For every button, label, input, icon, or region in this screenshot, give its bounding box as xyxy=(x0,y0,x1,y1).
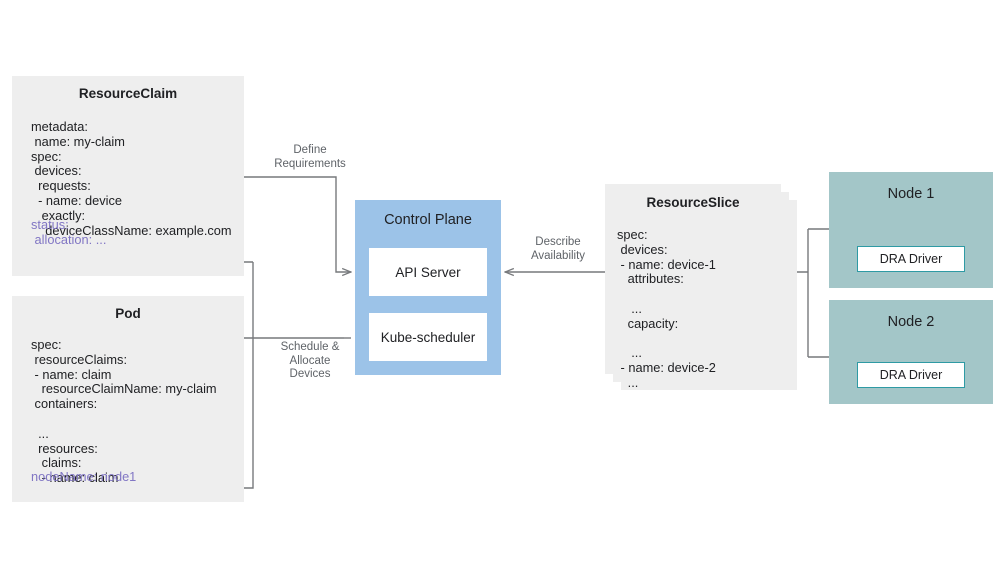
node-1-box: Node 1 DRA Driver xyxy=(829,172,993,288)
api-server-box[interactable]: API Server xyxy=(369,248,487,296)
node-1-dra-driver[interactable]: DRA Driver xyxy=(857,246,965,272)
pod-nodename-yaml: nodeName: node1 xyxy=(31,469,137,484)
node-1-dra-driver-label: DRA Driver xyxy=(879,252,943,266)
edge-label-schedule-allocate-devices: Schedule & Allocate Devices xyxy=(280,341,340,380)
wire-define-requirements xyxy=(244,176,351,272)
node-2-dra-driver[interactable]: DRA Driver xyxy=(857,362,965,388)
resourceslice-box: ResourceSlice spec: devices: - name: dev… xyxy=(605,184,781,390)
pod-title: Pod xyxy=(115,306,141,321)
edge-label-describe-availability: Describe Availability xyxy=(530,236,586,262)
resourceclaim-spec-yaml: metadata: name: my-claim spec: devices: … xyxy=(31,119,232,238)
resourceclaim-box: ResourceClaim metadata: name: my-claim s… xyxy=(12,76,244,276)
api-server-label: API Server xyxy=(395,264,461,280)
node-1-title: Node 1 xyxy=(887,186,935,202)
pod-spec-yaml: spec: resourceClaims: - name: claim reso… xyxy=(31,337,217,486)
control-plane-title: Control Plane xyxy=(384,212,472,228)
node-2-box: Node 2 DRA Driver xyxy=(829,300,993,404)
node-2-dra-driver-label: DRA Driver xyxy=(879,368,943,382)
control-plane-box: Control Plane API Server Kube-scheduler xyxy=(355,200,501,375)
resourceslice-spec-yaml: spec: devices: - name: device-1 attribut… xyxy=(617,227,716,390)
resourceslice-stack: ResourceSlice spec: devices: - name: dev… xyxy=(605,184,797,390)
kube-scheduler-label: Kube-scheduler xyxy=(380,329,476,345)
node-2-title: Node 2 xyxy=(887,314,935,330)
kube-scheduler-box[interactable]: Kube-scheduler xyxy=(369,313,487,361)
resourceclaim-status-yaml: status: allocation: ... xyxy=(31,217,107,247)
pod-box: Pod spec: resourceClaims: - name: claim … xyxy=(12,296,244,502)
resourceclaim-title: ResourceClaim xyxy=(78,86,178,101)
resourceslice-title: ResourceSlice xyxy=(646,195,740,210)
edge-label-define-requirements: Define Requirements xyxy=(274,144,346,170)
